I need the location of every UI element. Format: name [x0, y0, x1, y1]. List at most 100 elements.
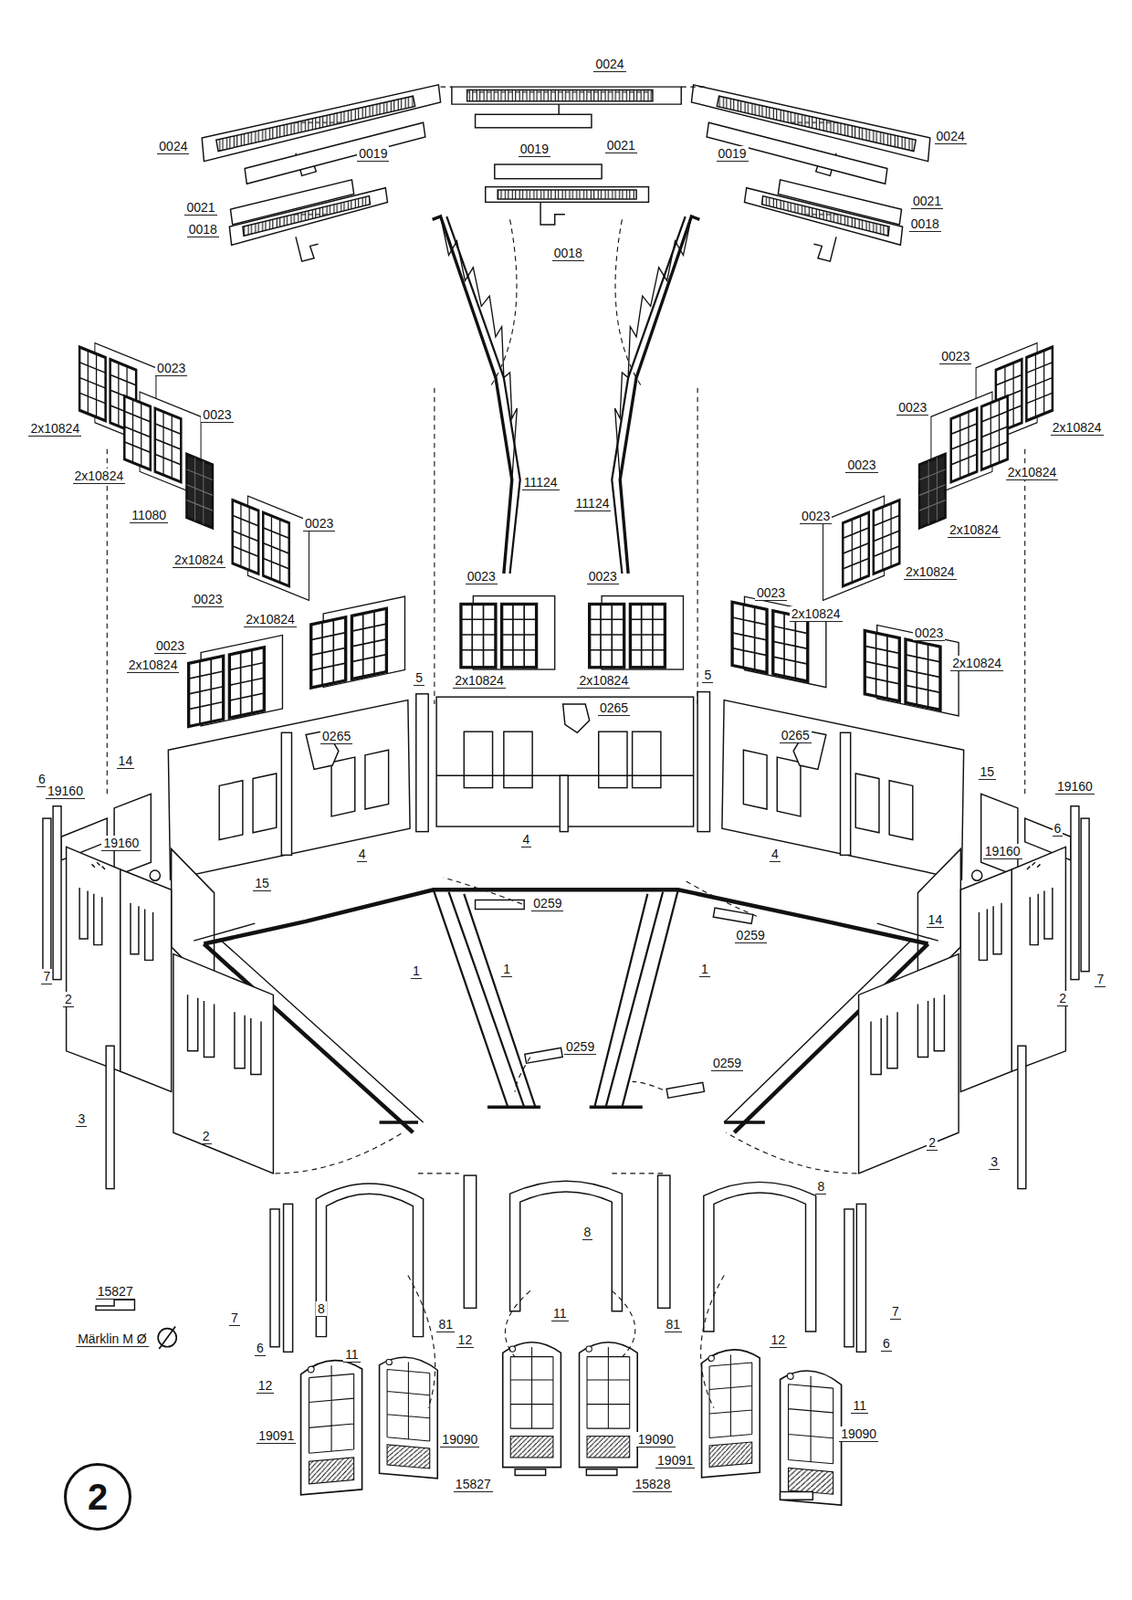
part-number: 19090	[838, 1425, 879, 1442]
part-number: 4	[769, 846, 781, 862]
part-number: 2x10824	[28, 420, 82, 437]
part-number: 7	[41, 968, 53, 985]
part-number: 19160	[983, 843, 1023, 860]
part-number: 7	[229, 1310, 241, 1326]
part-number: 8	[582, 1224, 594, 1240]
part-number: 12	[769, 1331, 788, 1348]
part-number: 19160	[101, 835, 141, 851]
part-number: 0019	[356, 146, 389, 162]
part-number: 0021	[911, 193, 944, 210]
part-number: 0259	[531, 895, 564, 912]
part-number: 11	[551, 1305, 569, 1321]
part-number: 2x10824	[576, 672, 630, 689]
part-number: 7	[890, 1303, 902, 1320]
part-number: 5	[702, 667, 713, 683]
part-number: 0023	[154, 638, 187, 654]
part-number: 1	[699, 961, 711, 977]
part-number: 6	[1052, 820, 1064, 837]
part-number: 0265	[320, 728, 353, 745]
part-number: 0023	[155, 360, 188, 377]
part-number: 0023	[191, 591, 224, 608]
part-number: 12	[256, 1377, 275, 1394]
part-number: 0265	[779, 727, 812, 744]
part-number: 15827	[95, 1283, 136, 1300]
part-number: 0023	[912, 625, 945, 641]
part-number: 2	[200, 1128, 212, 1144]
part-number: 0019	[518, 141, 551, 158]
step-number-circle: 2	[63, 1462, 132, 1531]
part-number: 19160	[45, 783, 85, 799]
part-number: 2x10824	[950, 655, 1004, 671]
part-number: 1	[501, 961, 513, 977]
part-number: 2x10824	[172, 552, 226, 568]
part-number: 19090	[440, 1431, 480, 1447]
part-number: 11	[343, 1346, 361, 1363]
part-number: 0023	[799, 508, 832, 525]
part-number: 0023	[200, 407, 233, 423]
part-number: 0019	[716, 146, 749, 162]
part-number: 2	[1057, 990, 1069, 1007]
part-number: 12	[456, 1331, 475, 1348]
part-number: 0023	[754, 585, 787, 601]
part-number: 0259	[711, 1055, 744, 1071]
part-number: 19091	[256, 1427, 296, 1444]
part-number: 0024	[157, 138, 189, 155]
part-number: 15	[978, 764, 997, 780]
part-number: 19091	[655, 1452, 695, 1468]
part-number: 2x10824	[452, 672, 506, 689]
part-number: 19160	[1055, 778, 1095, 795]
part-number: 15827	[453, 1476, 493, 1492]
part-number: 0024	[934, 128, 967, 145]
part-number: 3	[988, 1153, 1000, 1170]
part-number: 3	[75, 1111, 87, 1127]
part-number: 0021	[184, 199, 217, 216]
part-number: 19090	[636, 1431, 676, 1447]
part-number: 0018	[909, 216, 942, 232]
part-number: 8	[815, 1178, 827, 1195]
part-number: 0023	[896, 399, 929, 416]
part-number: 15	[252, 875, 272, 891]
part-number: 0018	[187, 221, 220, 238]
part-number: 11124	[522, 474, 560, 491]
part-number: 2x10824	[1006, 464, 1059, 481]
part-number: 2	[62, 991, 74, 1007]
part-number: 8	[315, 1300, 327, 1317]
part-number: 0018	[552, 245, 585, 262]
part-number: 0023	[845, 457, 878, 473]
part-number: 15828	[632, 1476, 672, 1492]
part-number: 11080	[129, 507, 168, 524]
part-number: 14	[926, 911, 945, 928]
part-number: 11124	[574, 495, 612, 512]
part-number: Märklin M Ø	[75, 1331, 148, 1347]
part-number: 0023	[586, 568, 619, 585]
part-number: 2	[926, 1134, 938, 1151]
part-number: 81	[436, 1316, 455, 1332]
part-number: 2x10824	[243, 611, 297, 628]
step-number: 2	[87, 1477, 108, 1515]
part-number: 0024	[593, 56, 626, 73]
part-number: 2x10824	[73, 468, 126, 484]
part-number: 0259	[564, 1038, 597, 1055]
part-number: 2x10824	[903, 564, 957, 580]
part-number: 2x10824	[947, 522, 1001, 538]
part-number: 0023	[303, 515, 336, 532]
part-number: 6	[254, 1340, 266, 1356]
part-number: 2x10824	[789, 606, 843, 622]
part-number: 6	[880, 1335, 892, 1352]
part-number: 2x10824	[126, 657, 180, 673]
part-number: 4	[521, 831, 533, 848]
part-number: 7	[1094, 971, 1106, 987]
part-number: 5	[413, 670, 425, 686]
part-number: 2x10824	[1050, 419, 1104, 436]
part-number: 0021	[605, 137, 638, 154]
part-number: 14	[116, 753, 136, 769]
part-number: 81	[664, 1316, 683, 1332]
part-number: 0259	[734, 927, 767, 944]
part-number: 4	[356, 846, 368, 862]
part-number: 11	[850, 1397, 869, 1414]
part-number: 0023	[465, 568, 498, 585]
part-number: 0265	[597, 700, 630, 716]
part-number: 0023	[939, 348, 972, 365]
